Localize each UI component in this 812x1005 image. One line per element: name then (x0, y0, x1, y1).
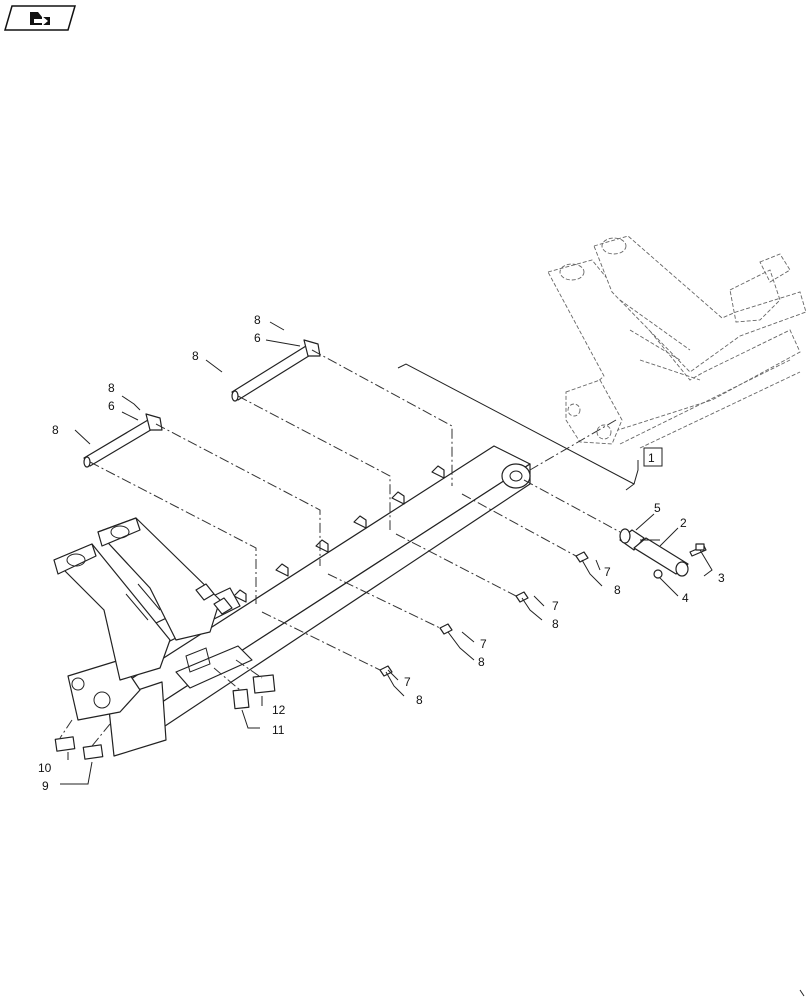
callout-8-f[interactable]: 8 (552, 617, 559, 631)
callout-7-b[interactable]: 7 (552, 599, 559, 613)
main-pin (633, 537, 689, 577)
callout-12[interactable]: 12 (272, 703, 286, 717)
callout-10[interactable]: 10 (38, 761, 52, 775)
callout-7-c[interactable]: 7 (480, 637, 487, 651)
hitch-towers (53, 517, 233, 681)
callout-1[interactable]: 1 (648, 451, 655, 465)
callout-6-left[interactable]: 6 (108, 399, 115, 413)
callout-2[interactable]: 2 (680, 516, 687, 530)
pin-right (231, 339, 321, 402)
callout-labels: 1 2 3 4 5 6 6 7 7 7 7 8 8 8 8 8 8 8 8 9 … (38, 313, 725, 793)
callout-8-a[interactable]: 8 (52, 423, 59, 437)
previous-page-button[interactable] (4, 5, 76, 31)
clips (379, 551, 589, 677)
leader-lines (60, 321, 713, 785)
callout-8-h[interactable]: 8 (416, 693, 423, 707)
callout-8-b[interactable]: 8 (108, 381, 115, 395)
corner-mark (799, 989, 805, 997)
callout-8-c[interactable]: 8 (192, 349, 199, 363)
callout-7-a[interactable]: 7 (604, 565, 611, 579)
callout-11[interactable]: 11 (272, 723, 285, 737)
decals (54, 674, 276, 760)
reference-frame-ghost (547, 235, 807, 449)
nut (653, 569, 663, 579)
callout-8-e[interactable]: 8 (614, 583, 621, 597)
callout-box-1[interactable] (643, 447, 663, 467)
callout-9[interactable]: 9 (42, 779, 49, 793)
pin-left (83, 413, 163, 468)
callout-3[interactable]: 3 (718, 571, 725, 585)
callout-8-d[interactable]: 8 (254, 313, 261, 327)
callout-8-g[interactable]: 8 (478, 655, 485, 669)
bolt (689, 543, 707, 557)
assembly-reference-bracket (397, 363, 635, 491)
callout-4[interactable]: 4 (682, 591, 689, 605)
alignment-lines (59, 349, 621, 747)
callout-5[interactable]: 5 (654, 501, 661, 515)
callout-6-right[interactable]: 6 (254, 331, 261, 345)
previous-page-icon (30, 12, 50, 26)
callout-7-d[interactable]: 7 (404, 675, 411, 689)
